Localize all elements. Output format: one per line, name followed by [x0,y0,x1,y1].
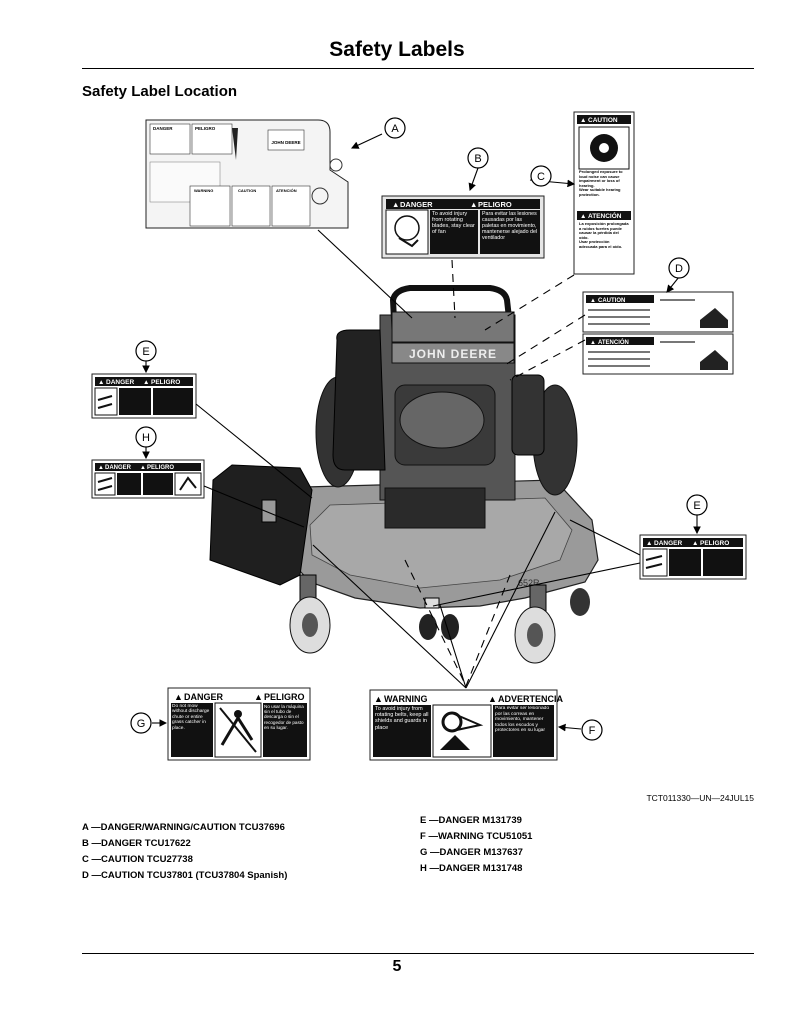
decal-f: ▲ WARNING ▲ ADVERTENCIA To avoid injury … [369,689,564,761]
callout-g: G [130,712,152,734]
svg-text:▲: ▲ [254,692,263,702]
callout-c: C [530,165,552,187]
callout-e-right: E [686,494,708,516]
svg-text:▲: ▲ [174,692,183,702]
decal-c-text-en2: Wear suitable hearing protection. [579,187,621,197]
decal-a-peligro: PELIGRO [195,126,216,131]
svg-text:▲: ▲ [98,465,104,471]
legend-item-c: C —CAUTION TCU27738 [82,854,193,865]
svg-text:▲: ▲ [580,117,586,124]
svg-text:▲: ▲ [140,465,146,471]
decal-a-atencion: ATENCIÓN [276,188,297,193]
svg-text:▲: ▲ [692,540,698,547]
decal-b-peligro: PELIGRO [478,200,512,209]
decal-h-peligro: PELIGRO [147,465,174,471]
decal-h-danger: DANGER [105,465,132,471]
decal-e-left: ▲ DANGER ▲ PELIGRO [91,373,197,419]
svg-text:▲: ▲ [646,540,652,547]
svg-text:▲: ▲ [374,694,383,704]
callout-e-right-label: E [693,500,700,512]
decal-c: ▲ CAUTION Prolonged exposure to loud noi… [573,111,635,275]
svg-text:▲: ▲ [590,340,596,346]
page-title: Safety Labels [329,38,465,61]
decal-b-text-es: Para evitar las lesiones causadas por la… [482,211,538,241]
callout-d-label: D [675,263,683,275]
decal-b: ▲ DANGER ▲ PELIGRO To avoid injury from … [381,195,545,259]
decal-b-text-en: To avoid injury from rotating blades, st… [432,211,475,235]
decal-c-text-es2: Usar protección adecuada para el oído. [579,239,623,249]
callout-h: H [135,426,157,448]
decal-a-warning: WARNING [194,188,213,193]
callout-h-label: H [142,432,150,444]
svg-text:▲: ▲ [590,298,596,304]
legend-item-a: A —DANGER/WARNING/CAUTION TCU37696 [82,822,285,833]
callout-e-left: E [135,340,157,362]
callout-f-label: F [589,725,596,737]
decal-a-brand: JOHN DEERE [271,140,300,145]
mower-brand-text: JOHN DEERE [409,347,497,361]
decal-e-left-danger: DANGER [106,379,134,386]
legend-right: E —DANGER M131739 F —WARNING TCU51051 G … [420,813,532,877]
callout-a: A [384,117,406,139]
decal-f-text-en: To avoid injury from rotating belts, kee… [375,706,429,731]
svg-text:▲: ▲ [488,694,497,704]
decal-a-danger: DANGER [153,126,173,131]
decal-f-warning: WARNING [384,694,428,704]
decal-c-text-en: Prolonged exposure to loud noise can cau… [579,170,623,188]
svg-text:▲: ▲ [98,379,104,386]
decal-g-peligro: PELIGRO [264,692,305,702]
svg-text:▲: ▲ [143,379,149,386]
mower-illustration: 652R JOHN DEERE [209,285,599,664]
top-rule [82,68,754,69]
bottom-rule [82,953,754,954]
callout-c-label: C [537,171,545,183]
svg-text:652R: 652R [518,578,540,588]
callout-g-label: G [137,718,146,730]
decal-e-right-danger: DANGER [654,540,682,547]
decal-d: ▲ CAUTION ▲ ATENCIÓN [582,291,734,375]
decal-g-text-en: Do not mow without discharge chute or en… [172,704,210,731]
decal-g-danger: DANGER [184,692,224,702]
decal-a-caution: CAUTION [238,188,256,193]
decal-g-text-es: No usar la máquina sin el tubo de descar… [264,704,304,730]
svg-text:▲: ▲ [470,200,477,209]
decal-e-left-peligro: PELIGRO [151,379,180,386]
callout-e-left-label: E [142,346,149,358]
decal-d-atencion: ATENCIÓN [598,338,629,346]
decal-b-danger: DANGER [400,200,433,209]
legend-item-b: B —DANGER TCU17622 [82,838,191,849]
callout-d: D [668,257,690,279]
legend-item-f: F —WARNING TCU51051 [420,831,533,842]
decal-f-advertencia: ADVERTENCIA [498,694,564,704]
callout-a-label: A [391,123,399,135]
decal-e-right-peligro: PELIGRO [700,540,729,547]
legend-left: A —DANGER/WARNING/CAUTION TCU37696 B —DA… [82,820,287,884]
decal-h: ▲ DANGER ▲ PELIGRO [91,459,205,499]
decal-c-text-es: La exposición prolongada a ruidos fuerte… [579,222,629,240]
section-heading: Safety Label Location [82,83,238,100]
page-number: 5 [392,958,402,975]
decal-d-caution: CAUTION [598,298,625,304]
legend-item-e: E —DANGER M131739 [420,815,522,826]
figure-id: TCT011330—UN—24JUL15 [646,793,754,803]
decal-e-right: ▲ DANGER ▲ PELIGRO [639,534,747,580]
legend-item-d: D —CAUTION TCU37801 (TCU37804 Spanish) [82,870,288,881]
svg-text:▲: ▲ [392,200,399,209]
decal-a: DANGER PELIGRO JOHN DEERE CAUTION ATENCI… [145,119,349,229]
callout-b-label: B [474,153,481,165]
legend-item-g: G —DANGER M137637 [420,847,523,858]
callout-f: F [581,719,603,741]
legend-item-h: H —DANGER M131748 [420,863,523,874]
svg-text:▲: ▲ [580,213,586,220]
decal-c-caution: CAUTION [588,117,618,124]
callout-b: B [467,147,489,169]
decal-f-text-es: Para evitar ser lesionado por las correa… [495,706,550,734]
decal-g: ▲ DANGER ▲ PELIGRO Do not mow without di… [167,687,311,761]
decal-c-atencion: ATENCIÓN [588,211,622,220]
